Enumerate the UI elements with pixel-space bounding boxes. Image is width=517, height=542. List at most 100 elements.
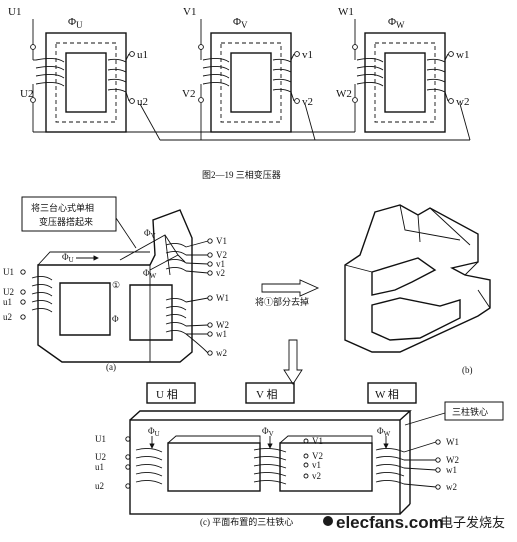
unit-v-secondary-coil bbox=[272, 58, 292, 93]
fig3-left-limb-coil bbox=[135, 447, 163, 485]
unit-w-top-terminal-label: W1 bbox=[338, 6, 354, 18]
fig2a-label-v2: v2 bbox=[216, 268, 225, 278]
unit-w-out-top-label: w1 bbox=[456, 49, 469, 61]
fig2a-flux-u: ΦU bbox=[62, 252, 74, 264]
unit-u-flux-symbol: ΦU bbox=[68, 16, 83, 30]
fig3-flux-u: ΦU bbox=[148, 426, 160, 438]
fig3-caption: (c) 平面布置的三柱铁心 bbox=[200, 516, 293, 527]
unit-u-out-bottom-label: u2 bbox=[137, 96, 148, 108]
fig3-label-W2: W2 bbox=[446, 455, 459, 465]
fig3-label-v2: v2 bbox=[312, 471, 321, 481]
fig2b-upper-window bbox=[371, 257, 437, 296]
fig2a-left-coil bbox=[31, 275, 53, 313]
unit-v-top-terminal-label: V1 bbox=[183, 6, 196, 18]
fig2a-left-window bbox=[59, 282, 111, 336]
fig3-label-U2: U2 bbox=[95, 452, 106, 462]
fig2a-label-U1: U1 bbox=[3, 267, 14, 277]
fig2a-removable-marker: ① bbox=[112, 280, 120, 290]
fig3-phase-box-w bbox=[367, 382, 417, 404]
fig2a-label-V2: V2 bbox=[216, 250, 227, 260]
fig3-phase-w-label: W 相 bbox=[375, 388, 399, 401]
fig2a-label-W2: W2 bbox=[216, 320, 229, 330]
fig3-label-V2: V2 bbox=[312, 451, 323, 461]
terminal-w1 bbox=[352, 44, 358, 50]
unit-v-flux-symbol: ΦV bbox=[233, 16, 248, 30]
fig3-planar-three-limb-core: U 相 V 相 W 相 三柱铁心 ΦU ΦV ΦW U1 U2 u1 bbox=[95, 382, 504, 527]
terminal-w2 bbox=[352, 97, 358, 103]
svg-text:Φ: Φ bbox=[112, 314, 119, 324]
fig2-arrow-text: 将①部分去掉 bbox=[255, 296, 309, 307]
fig2-down-arrow bbox=[283, 339, 303, 385]
fig3-phase-v-label: V 相 bbox=[256, 388, 278, 401]
fig2a-top-coil bbox=[165, 242, 187, 272]
transformer-unit-v: V1 ΦV V2 v1 v2 bbox=[182, 6, 313, 140]
fig1-three-single-phase-transformers: U1 ΦU U2 u1 u2 V1 ΦV bbox=[8, 6, 471, 180]
fig2b-core-outline bbox=[344, 204, 491, 353]
terminal-u1 bbox=[30, 44, 36, 50]
fig2a-label-u2: u2 bbox=[3, 312, 12, 322]
watermark-brand: elecfans.com bbox=[336, 513, 444, 532]
fig3-right-limb-coil bbox=[375, 447, 405, 485]
fig3-label-u2: u2 bbox=[95, 481, 104, 491]
fig3-label-w1: w1 bbox=[446, 465, 457, 475]
unit-u-flux-path bbox=[55, 42, 117, 123]
terminal-v1 bbox=[198, 44, 204, 50]
fig3-phase-box-v bbox=[245, 382, 295, 404]
terminal-u2 bbox=[30, 97, 36, 103]
fig1-interconnect-wires bbox=[33, 103, 471, 141]
fig2-transform-arrow: 将①部分去掉 bbox=[255, 279, 320, 307]
unit-w-flux-path bbox=[374, 42, 436, 123]
fig2b-merged-core: (b) bbox=[344, 204, 491, 375]
unit-v-core-window bbox=[230, 52, 272, 113]
watermark-chinese: 电子发烧友 bbox=[440, 515, 505, 530]
fig3-flux-v: ΦV bbox=[262, 426, 274, 438]
unit-u-core-window bbox=[65, 52, 107, 113]
unit-w-out-bottom-label: w2 bbox=[456, 96, 469, 108]
terminal-w2-out bbox=[448, 98, 454, 104]
unit-w-secondary-coil bbox=[426, 58, 446, 93]
unit-w-core-window bbox=[384, 52, 426, 113]
unit-u-out-top-label: u1 bbox=[137, 49, 148, 61]
fig2a-assembled-cores: 将三台心式单相 变压器搭起来 ΦU ΦV ΦW ① Φ U1 U2 u1 u2 … bbox=[3, 196, 229, 372]
fig2a-label-u1: u1 bbox=[3, 297, 12, 307]
fig3-right-window bbox=[279, 442, 373, 492]
unit-v-flux-path bbox=[220, 42, 282, 123]
unit-w-flux-symbol: ΦW bbox=[388, 16, 405, 30]
terminal-u2-out bbox=[129, 98, 135, 104]
fig2a-sublabel: (a) bbox=[106, 362, 116, 372]
fig2a-callout-line1: 将三台心式单相 bbox=[31, 202, 94, 213]
unit-u-bottom-terminal-label: U2 bbox=[20, 88, 33, 100]
fig3-label-V1: V1 bbox=[312, 436, 323, 446]
transformer-unit-u: U1 ΦU U2 u1 u2 bbox=[8, 6, 148, 133]
fig3-label-v1: v1 bbox=[312, 460, 321, 470]
fig3-label-U1: U1 bbox=[95, 434, 106, 444]
unit-v-out-bottom-label: v2 bbox=[302, 96, 313, 108]
terminal-v2-out bbox=[294, 98, 300, 104]
fig2a-label-W1: W1 bbox=[216, 293, 229, 303]
unit-w-core-outer bbox=[364, 32, 446, 133]
fig2a-flux-v: ΦV bbox=[144, 228, 156, 240]
terminal-v1-out bbox=[294, 51, 300, 57]
fig2a-label-v1: v1 bbox=[216, 259, 225, 269]
fig2a-right-window bbox=[129, 284, 173, 341]
transformer-unit-w: W1 ΦW W2 w1 w2 bbox=[336, 6, 469, 133]
unit-u-top-terminal-label: U1 bbox=[8, 6, 21, 18]
unit-v-primary-coil bbox=[202, 57, 230, 87]
fig3-phase-u-label: U 相 bbox=[156, 388, 178, 401]
fig2a-label-V1: V1 bbox=[216, 236, 227, 246]
fig3-flux-w: ΦW bbox=[377, 426, 391, 438]
fig1-caption: 图2—19 三相变压器 bbox=[202, 169, 281, 180]
fig3-label-w2: w2 bbox=[446, 482, 457, 492]
unit-w-primary-coil bbox=[356, 57, 384, 87]
fig2b-sublabel: (b) bbox=[462, 365, 473, 375]
fig2a-label-w1: w1 bbox=[216, 329, 227, 339]
fig3-left-window bbox=[167, 442, 261, 492]
fig3-callout-text: 三柱铁心 bbox=[452, 406, 488, 417]
unit-v-out-top-label: v1 bbox=[302, 49, 313, 61]
unit-v-core-outer bbox=[210, 32, 292, 133]
unit-u-core-outer bbox=[45, 32, 127, 133]
fig2a-label-U2: U2 bbox=[3, 287, 14, 297]
fig2a-flux-w: ΦW bbox=[143, 268, 157, 280]
fig2a-callout-box bbox=[21, 196, 117, 232]
